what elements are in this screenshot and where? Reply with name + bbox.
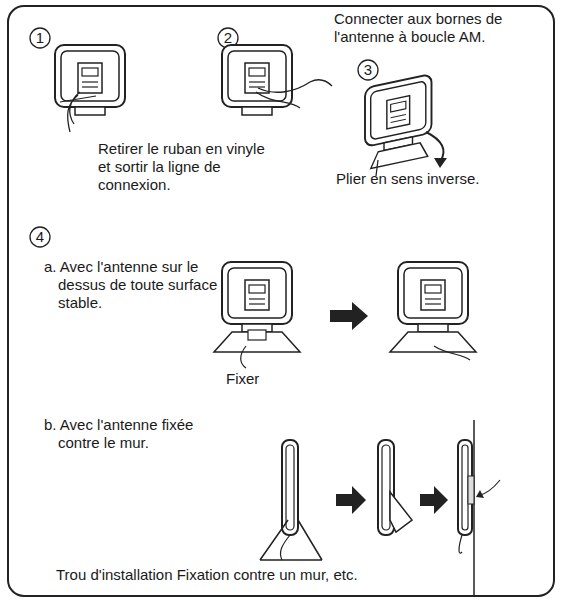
callout-number: 3 [358, 60, 378, 80]
instruction-text: Connecter aux bornes de l'antenne à bouc… [334, 10, 548, 46]
instruction-text: b. Avec l'antenne fixée contre le mur. [44, 416, 223, 452]
callout-number: 2 [218, 28, 238, 48]
instruction-text: Trou d'installation Fixation contre un m… [56, 566, 526, 584]
callout-number: 4 [30, 227, 50, 247]
instruction-text: a. Avec l'antenne sur le dessus de toute… [44, 258, 223, 312]
callout-number: 1 [30, 28, 50, 48]
instruction-text: Retirer le ruban en vinyle et sortir la … [98, 140, 268, 194]
instruction-text: Plier en sens inverse. [336, 170, 536, 188]
instruction-text: Fixer [226, 370, 306, 388]
